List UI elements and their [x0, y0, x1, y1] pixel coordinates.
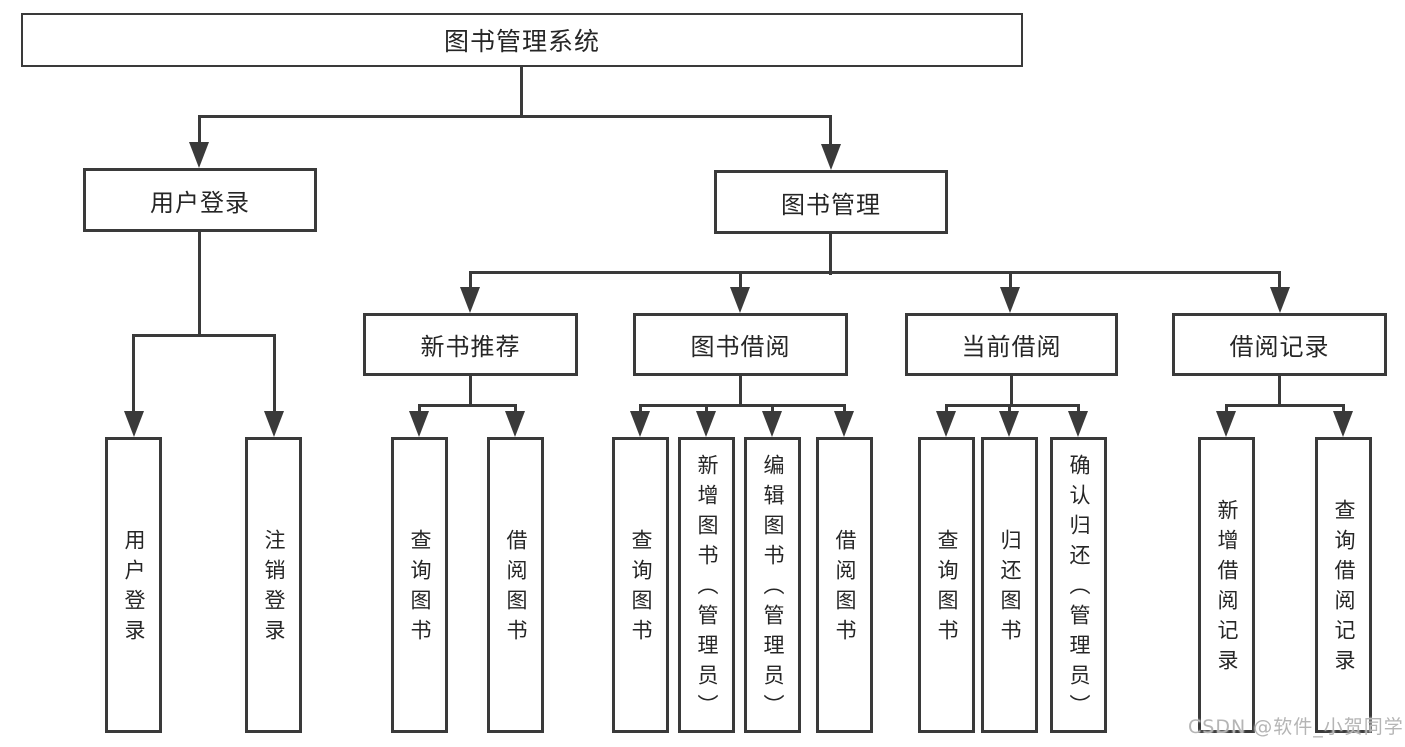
arrow-down-icon	[264, 411, 284, 437]
arrow-down-icon	[999, 411, 1019, 437]
connector-segment	[469, 374, 472, 407]
node-label: 用户登录	[122, 529, 146, 649]
leaf-query-books-recommend: 查询图书	[391, 437, 448, 733]
arrow-down-icon	[1270, 287, 1290, 313]
leaf-query-books-current: 查询图书	[918, 437, 975, 733]
node-label: 借阅记录	[1229, 333, 1330, 361]
node-label: 查询图书	[408, 529, 432, 649]
connector-segment	[198, 115, 832, 118]
connector-segment	[469, 271, 1280, 274]
connector-segment	[843, 404, 846, 414]
node-label: 归还图书	[998, 529, 1022, 649]
leaf-return-books: 归还图书	[981, 437, 1038, 733]
arrow-down-icon	[821, 144, 841, 170]
leaf-logout: 注销登录	[245, 437, 302, 733]
connector-segment	[514, 404, 517, 414]
connector-segment	[639, 404, 846, 407]
connector-segment	[198, 230, 201, 337]
node-label: 查询图书	[935, 529, 959, 649]
connector-segment	[945, 404, 1080, 407]
connector-segment	[1077, 404, 1080, 414]
leaf-borrow-books-recommend: 借阅图书	[487, 437, 544, 733]
leaf-edit-books-admin: 编辑图书（管理员）	[744, 437, 801, 733]
arrow-down-icon	[1216, 411, 1236, 437]
connector-segment	[1009, 271, 1012, 291]
connector-segment	[739, 271, 742, 291]
node-label: 借阅图书	[504, 529, 528, 649]
leaf-query-books-borrowing: 查询图书	[612, 437, 669, 733]
connector-segment	[132, 334, 135, 414]
node-book-borrowing: 图书借阅	[633, 313, 848, 376]
arrow-down-icon	[630, 411, 650, 437]
node-current-borrowing: 当前借阅	[905, 313, 1118, 376]
node-label: 新书推荐	[420, 333, 521, 361]
connector-segment	[1278, 271, 1281, 291]
leaf-confirm-return-admin: 确认归还（管理员）	[1050, 437, 1107, 733]
node-label: 查询借阅记录	[1332, 499, 1356, 679]
node-book-management-branch: 图书管理	[714, 170, 948, 234]
node-label: 图书管理系统	[443, 27, 600, 56]
connector-segment	[1342, 404, 1345, 414]
arrow-down-icon	[1000, 287, 1020, 313]
connector-segment	[705, 404, 708, 414]
arrow-down-icon	[505, 411, 525, 437]
arrow-down-icon	[936, 411, 956, 437]
connector-segment	[520, 65, 523, 118]
node-label: 注销登录	[262, 529, 286, 649]
leaf-add-books-admin: 新增图书（管理员）	[678, 437, 735, 733]
connector-segment	[198, 115, 201, 145]
connector-segment	[1278, 374, 1281, 407]
leaf-borrow-books-borrowing: 借阅图书	[816, 437, 873, 733]
node-label: 当前借阅	[961, 333, 1062, 361]
connector-segment	[739, 374, 742, 407]
node-library-management-system: 图书管理系统	[21, 13, 1023, 67]
connector-segment	[469, 271, 472, 291]
node-new-book-recommendation: 新书推荐	[363, 313, 578, 376]
arrow-down-icon	[834, 411, 854, 437]
node-label: 图书借阅	[690, 333, 791, 361]
arrow-down-icon	[762, 411, 782, 437]
connector-segment	[771, 404, 774, 414]
arrow-down-icon	[189, 142, 209, 168]
node-label: 编辑图书（管理员）	[761, 454, 785, 724]
node-label: 查询图书	[629, 529, 653, 649]
connector-segment	[1225, 404, 1228, 414]
connector-segment	[639, 404, 642, 414]
connector-segment	[273, 334, 276, 414]
leaf-user-login: 用户登录	[105, 437, 162, 733]
connector-segment	[1225, 404, 1345, 407]
arrow-down-icon	[1068, 411, 1088, 437]
node-label: 图书管理	[781, 190, 881, 219]
connector-segment	[418, 404, 421, 414]
arrow-down-icon	[730, 287, 750, 313]
leaf-add-borrow-record: 新增借阅记录	[1198, 437, 1255, 733]
node-user-login-branch: 用户登录	[83, 168, 317, 232]
node-label: 用户登录	[150, 188, 250, 217]
node-label: 新增图书（管理员）	[695, 454, 719, 724]
leaf-query-borrow-record: 查询借阅记录	[1315, 437, 1372, 733]
connector-segment	[132, 334, 276, 337]
arrow-down-icon	[1333, 411, 1353, 437]
arrow-down-icon	[460, 287, 480, 313]
connector-segment	[1008, 404, 1011, 414]
connector-segment	[418, 404, 517, 407]
arrow-down-icon	[409, 411, 429, 437]
connector-segment	[829, 115, 832, 147]
node-borrowing-records: 借阅记录	[1172, 313, 1387, 376]
arrow-down-icon	[124, 411, 144, 437]
node-label: 借阅图书	[833, 529, 857, 649]
connector-segment	[1010, 374, 1013, 407]
arrow-down-icon	[696, 411, 716, 437]
connector-segment	[829, 232, 832, 275]
node-label: 确认归还（管理员）	[1067, 454, 1091, 724]
node-label: 新增借阅记录	[1215, 499, 1239, 679]
watermark: CSDN @软件_小贺同学	[1188, 716, 1404, 738]
connector-segment	[945, 404, 948, 414]
